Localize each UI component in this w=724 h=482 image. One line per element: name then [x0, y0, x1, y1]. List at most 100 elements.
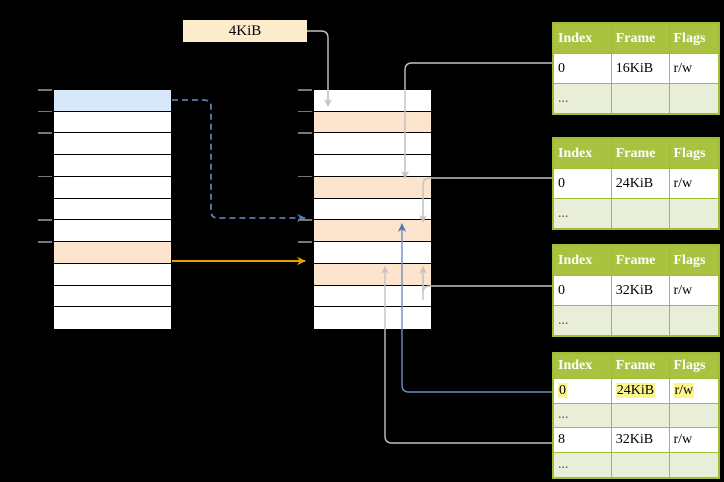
virtual-cell-row — [54, 242, 171, 264]
table-cell — [610, 83, 670, 114]
physical-cell-row — [314, 176, 431, 199]
column-header: Frame — [610, 353, 670, 379]
table-cell: r/w — [668, 168, 719, 199]
highlighted-value: 0 — [558, 382, 567, 398]
table-cell: 24KiB — [610, 377, 670, 404]
physical-cell-tick — [298, 219, 312, 221]
column-header: Index — [553, 23, 612, 54]
table-row: ... — [553, 402, 719, 429]
table-cell: 24KiB — [610, 168, 670, 199]
virtual-cell-row — [54, 285, 171, 308]
column-header: Index — [553, 353, 612, 379]
table-cell — [610, 452, 670, 478]
table-cell — [610, 402, 670, 429]
physical-cell-row — [314, 155, 431, 177]
physical-cell-tick — [298, 175, 312, 178]
virtual-cell-row — [54, 176, 171, 199]
physical-cell-row — [314, 133, 431, 156]
table-cell — [668, 305, 719, 336]
physical-cell-row — [314, 90, 431, 112]
column-header: Flags — [668, 353, 719, 379]
virtual-cell-tick — [38, 110, 52, 113]
column-header: Index — [553, 245, 612, 276]
virtual-cell-row — [54, 155, 171, 177]
table-cell — [668, 198, 719, 229]
table-cell: ... — [553, 83, 612, 114]
table-cell: 16KiB — [610, 53, 670, 84]
table-cell: ... — [553, 305, 612, 336]
virtual-cell-tick — [38, 219, 52, 221]
physical-cell-row — [314, 242, 431, 264]
virtual-cell-row — [54, 263, 171, 286]
column-header: Index — [553, 138, 612, 169]
table-cell: ... — [553, 198, 612, 229]
table-cell: 32KiB — [610, 427, 670, 454]
physical-cell-row — [314, 198, 431, 221]
table-row: ... — [553, 452, 719, 478]
table-cell: r/w — [668, 53, 719, 84]
virtual-cell-row — [54, 198, 171, 221]
table-cell: r/w — [668, 377, 719, 404]
page-size-label: 4KiB — [183, 20, 307, 42]
virtual-cell-row — [54, 133, 171, 156]
table-cell: 0 — [553, 377, 612, 404]
physical-cell-tick — [298, 132, 312, 134]
table-row: ... — [553, 83, 719, 114]
column-header: Frame — [610, 138, 670, 169]
table-cell: 0 — [553, 53, 612, 84]
physical-cell-tick — [298, 110, 312, 113]
table-row: ... — [553, 305, 719, 336]
table-cell: ... — [553, 452, 612, 478]
table-row: ... — [553, 198, 719, 229]
table-row: 0 24KiB r/w — [553, 377, 719, 404]
connector-virtual-blue-dashed — [172, 99, 306, 223]
virtual-cell-tick — [38, 175, 52, 178]
virtual-cell-row — [54, 90, 171, 112]
physical-cell-tick — [298, 241, 312, 243]
table-cell: r/w — [668, 427, 719, 454]
column-header: Frame — [610, 23, 670, 54]
table-cell — [668, 402, 719, 429]
table-cell — [668, 452, 719, 478]
virtual-cell-row — [54, 111, 171, 134]
column-header: Flags — [668, 138, 719, 169]
column-header: Flags — [668, 245, 719, 276]
virtual-cell-row — [54, 307, 171, 329]
highlighted-value: 24KiB — [615, 382, 656, 398]
physical-cell-row — [314, 220, 431, 243]
table-cell — [668, 83, 719, 114]
physical-cell-tick — [298, 89, 312, 91]
table-cell: 8 — [553, 427, 612, 454]
virtual-cell-tick — [38, 132, 52, 134]
table-cell: 32KiB — [610, 275, 670, 306]
connector-table3-to-physical — [422, 275, 552, 294]
virtual-cell-tick — [38, 241, 52, 243]
table-cell: 0 — [553, 168, 612, 199]
table-cell — [610, 198, 670, 229]
physical-cell-row — [314, 263, 431, 286]
table-cell: 0 — [553, 275, 612, 306]
physical-address-space-column — [313, 89, 432, 329]
table-cell: ... — [553, 402, 612, 429]
virtual-address-space-column — [53, 89, 172, 329]
highlighted-value: r/w — [673, 382, 695, 398]
physical-cell-row — [314, 285, 431, 308]
table-cell — [610, 305, 670, 336]
column-header: Flags — [668, 23, 719, 54]
virtual-cell-row — [54, 220, 171, 243]
physical-cell-row — [314, 111, 431, 134]
physical-cell-row — [314, 307, 431, 329]
